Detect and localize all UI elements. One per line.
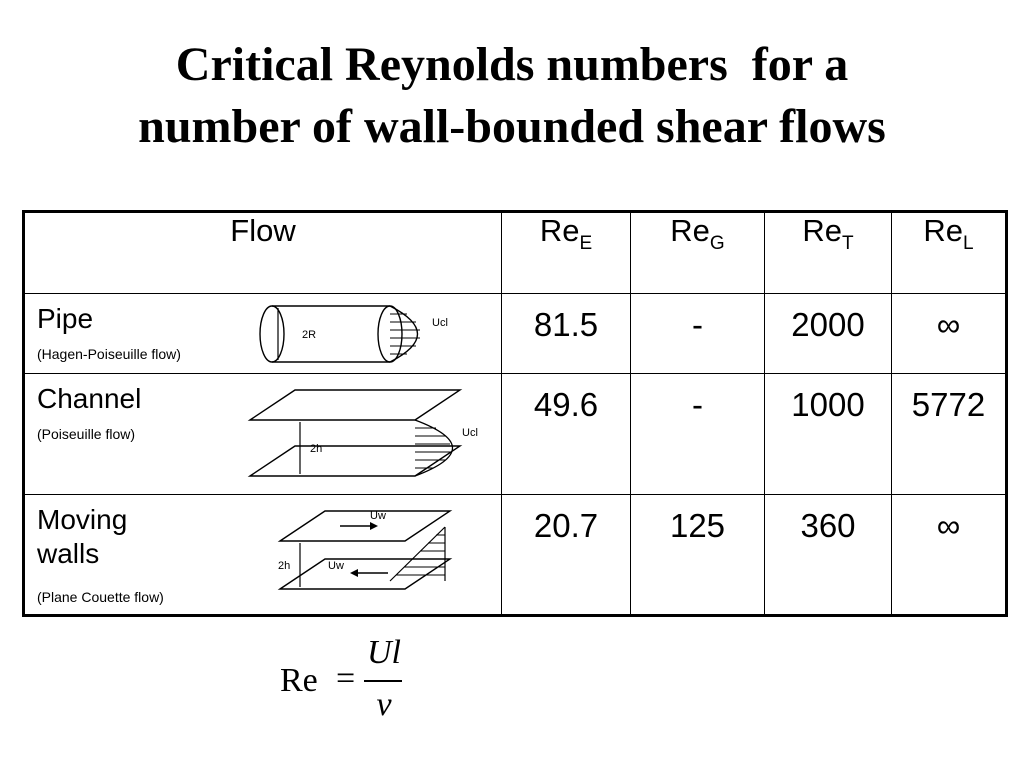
value-re-l: ∞ — [891, 293, 1007, 374]
svg-text:2h: 2h — [310, 443, 322, 455]
flow-subtitle: (Plane Couette flow) — [37, 589, 164, 605]
svg-text:Ucl: Ucl — [462, 427, 478, 439]
flow-cell-channel: Channel (Poiseuille flow) 2h Ucl — [23, 373, 502, 495]
value-re-l: ∞ — [891, 494, 1007, 616]
value-re-g: - — [630, 373, 765, 495]
value-re-e: 49.6 — [501, 373, 631, 495]
pipe-flow-diagram: 2R Ucl — [259, 305, 448, 363]
flow-subtitle: (Poiseuille flow) — [37, 426, 136, 442]
header-re-e: ReE — [501, 211, 631, 294]
value-re-t: 2000 — [764, 293, 892, 374]
header-flow: Flow — [23, 211, 502, 294]
flow-name-line-2: walls — [37, 538, 100, 569]
formula-denominator: ν — [376, 686, 392, 723]
table-row: Channel (Poiseuille flow) 2h Ucl 49 — [23, 373, 1007, 495]
flow-cell-moving-walls: Moving walls (Plane Couette flow) — [23, 494, 502, 616]
formula-fraction-bar — [364, 680, 402, 682]
flow-name: Channel — [37, 383, 142, 414]
svg-text:Ucl: Ucl — [432, 317, 448, 329]
table-row: Pipe (Hagen-Poiseuille flow) 2R U — [23, 293, 1007, 374]
svg-text:Uw: Uw — [370, 510, 386, 522]
couette-flow-diagram: 2h Uw Uw — [277, 510, 453, 590]
table-row: Moving walls (Plane Couette flow) — [23, 494, 1007, 616]
table-header-row: Flow ReE ReG ReT ReL — [23, 211, 1007, 294]
flow-name-line-1: Moving — [37, 504, 128, 535]
header-re-l: ReL — [891, 211, 1007, 294]
value-re-t: 1000 — [764, 373, 892, 495]
formula-equals: = — [336, 660, 356, 697]
value-re-e: 81.5 — [501, 293, 631, 374]
formula-numerator: Ul — [367, 634, 401, 671]
header-re-t: ReT — [764, 211, 892, 294]
channel-flow-diagram: 2h Ucl — [247, 389, 478, 477]
title-line-2: number of wall-bounded shear flows — [138, 100, 886, 153]
value-re-t: 360 — [764, 494, 892, 616]
value-re-e: 20.7 — [501, 494, 631, 616]
flow-name: Pipe — [37, 303, 94, 334]
title-line-1: Critical Reynolds numbers for a — [175, 38, 849, 91]
header-re-g: ReG — [630, 211, 765, 294]
svg-text:2R: 2R — [302, 329, 316, 341]
value-re-l: 5772 — [891, 373, 1007, 495]
value-re-g: - — [630, 293, 765, 374]
formula-lhs: Re — [280, 662, 318, 699]
svg-text:2h: 2h — [278, 560, 290, 572]
value-re-g: 125 — [630, 494, 765, 616]
svg-text:Uw: Uw — [328, 560, 344, 572]
critical-reynolds-table: Flow ReE ReG ReT ReL Pipe (Hagen-Poiseui… — [22, 210, 1008, 617]
flow-cell-pipe: Pipe (Hagen-Poiseuille flow) 2R U — [23, 293, 502, 374]
slide-title: Critical Reynolds numbers for a number o… — [0, 34, 1024, 158]
flow-name: Moving walls — [37, 503, 217, 571]
flow-subtitle: (Hagen-Poiseuille flow) — [37, 346, 181, 362]
